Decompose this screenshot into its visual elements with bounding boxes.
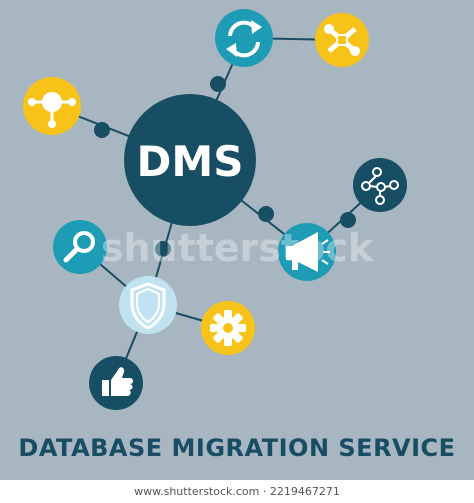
connector-dots xyxy=(94,76,356,257)
nodes-icon xyxy=(353,158,407,212)
connector-dot xyxy=(340,212,356,228)
footer-credit: www.shutterstock.com · 2219467271 xyxy=(134,485,340,498)
diagram: DMS xyxy=(23,9,407,410)
stock-footer: www.shutterstock.com · 2219467271 xyxy=(0,480,474,503)
thumbs-up-icon xyxy=(89,356,143,410)
center-node: DMS xyxy=(124,94,256,226)
magnifier-icon xyxy=(53,220,107,274)
center-label: DMS xyxy=(137,137,244,186)
connector-dot xyxy=(94,122,110,138)
sync-icon xyxy=(215,9,273,67)
network-hub-icon xyxy=(23,77,81,135)
connector-dot xyxy=(155,241,171,257)
tools-icon xyxy=(315,13,369,67)
megaphone-icon xyxy=(278,223,336,281)
gear-icon xyxy=(201,301,255,355)
shield-icon xyxy=(119,276,177,334)
connector-dot xyxy=(210,76,226,92)
diagram-title: DATABASE MIGRATION SERVICE xyxy=(18,434,456,462)
connector-dot xyxy=(258,206,274,222)
